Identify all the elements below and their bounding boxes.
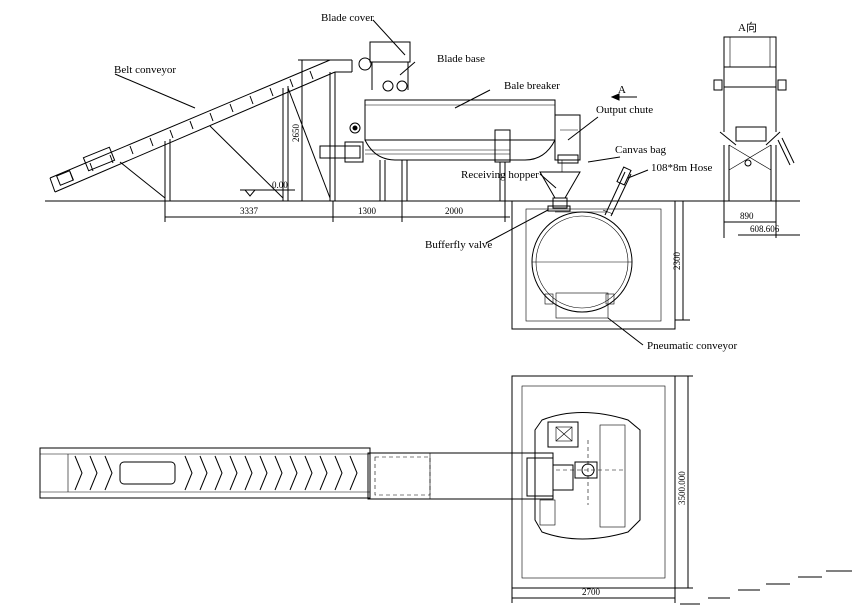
label-butterfly-valve: Bufferfly valve xyxy=(425,239,492,251)
dim-side-890: 890 xyxy=(740,211,754,221)
hose xyxy=(602,166,632,217)
output-chute xyxy=(554,114,581,164)
plan-bale-breaker xyxy=(367,452,574,500)
dim-2000: 2000 xyxy=(445,206,464,216)
label-pneumatic-conveyor: Pneumatic conveyor xyxy=(647,340,737,352)
label-output-chute: Output chute xyxy=(596,104,653,116)
dim-plan-2700: 2700 xyxy=(582,587,601,597)
plan-belt-conveyor xyxy=(39,447,371,499)
dim-level: 0.00 xyxy=(272,180,288,190)
label-arrow-a: A xyxy=(618,84,626,96)
label-view-a: A向 xyxy=(738,20,757,34)
plan-pit xyxy=(511,375,676,589)
pit-section xyxy=(511,200,676,330)
label-receiving-hopper: Receiving hopper xyxy=(461,169,539,181)
leader-lines xyxy=(114,19,649,346)
label-blade-cover: Blade cover xyxy=(321,12,374,24)
label-belt-conveyor: Belt conveyor xyxy=(114,64,176,76)
label-blade-base: Blade base xyxy=(437,53,485,65)
label-hose: 108*8m Hose xyxy=(651,162,713,174)
dim-1300: 1300 xyxy=(358,206,377,216)
label-canvas-bag: Canvas bag xyxy=(615,144,667,156)
side-view-a xyxy=(713,36,795,201)
label-bale-breaker: Bale breaker xyxy=(504,80,560,92)
dimension-lines xyxy=(164,59,852,605)
bale-breaker xyxy=(319,99,556,201)
dim-height-2650: 2650 xyxy=(291,124,301,143)
conveyor-supports xyxy=(119,72,336,201)
dim-side-608: 608.606 xyxy=(750,224,780,234)
dim-plan-3500: 3500.000 xyxy=(677,471,687,505)
receiving-hopper xyxy=(539,160,581,212)
belt-conveyor xyxy=(49,59,353,193)
dim-3337: 3337 xyxy=(240,206,259,216)
dim-pit-depth: 2300 xyxy=(672,252,682,271)
blade-cover xyxy=(358,41,411,92)
